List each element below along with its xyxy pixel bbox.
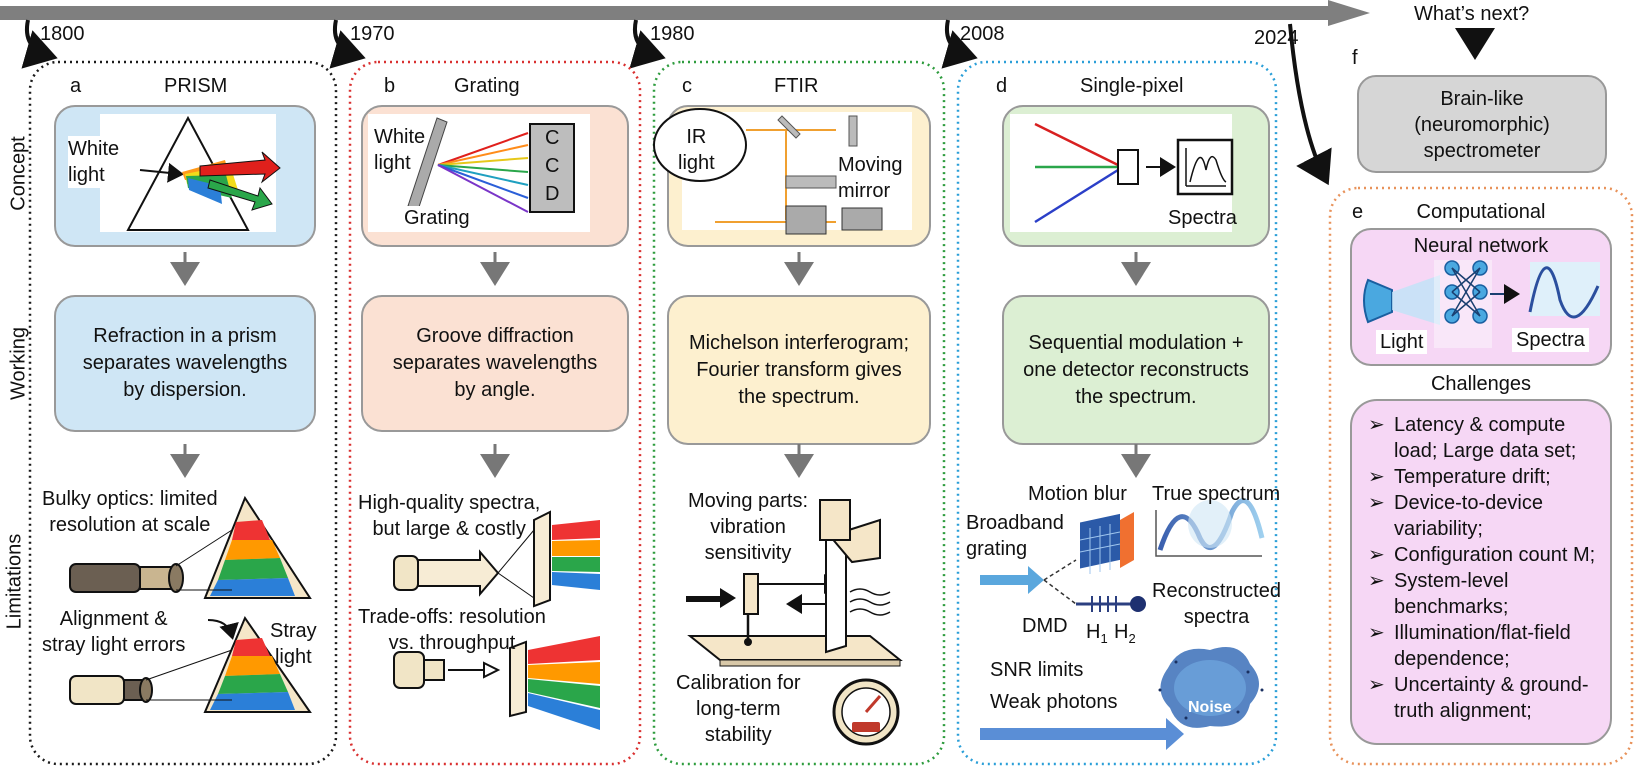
dp-reconstructed: Reconstructed spectra [1152,580,1281,628]
grating-limit-quality: High-quality spectra, but large & costly [358,492,541,540]
challenge-item: Device-to-device variability; [1368,490,1600,542]
challenge-item: Latency & compute load; Large data set; [1368,412,1600,464]
panel-a-title: PRISM [164,75,228,97]
panel-e-letter: e [1352,201,1364,223]
challenges-list: Latency & compute load; Large data set; … [1368,412,1600,724]
year-2008: 2008 [960,23,1005,45]
ccd-c2: C [545,155,560,177]
grating-label: Grating [404,206,470,230]
single-pixel-spectra-label: Spectra [1168,207,1237,229]
panel-c-border [652,60,946,766]
grating-limitations-illustration [393,510,600,730]
year-1800: 1800 [40,23,85,45]
prism-concept-illustration [100,114,281,232]
panel-a-letter: a [70,75,82,97]
challenge-item: Uncertainty & ground-truth alignment; [1368,672,1600,724]
year-1980: 1980 [650,23,695,45]
prism-limit-alignment: Alignment & stray light errors [42,608,186,656]
prism-white-light-label: White light [68,136,120,188]
dp-motion-blur: Motion blur [1028,483,1127,505]
dp-h1: H1 [1086,620,1108,651]
panel-e-title: Computational [1416,201,1546,223]
ftir-working-text: Michelson interferogram; Fourier transfo… [688,331,910,408]
ftir-limitations-illustration [686,499,903,746]
challenge-item: Illumination/flat-field dependence; [1368,620,1600,672]
panel-b-title: Grating [454,75,520,97]
year-arrows [21,19,1495,186]
grating-white-light-label: White light [374,126,426,174]
panel-d-title: Single-pixel [1080,75,1184,97]
dp-h2-sub: 2 [1128,631,1136,646]
dp-weak-photons: Weak photons [990,691,1118,713]
prism-limit-bulky: Bulky optics: limited resolution at scal… [42,488,218,536]
ftir-moving-mirror-label: Moving mirror [838,152,903,204]
prism-working-text: Refraction in a prism separates waveleng… [82,325,288,401]
nn-spectra-label: Spectra [1512,328,1589,352]
challenge-item: System-level benchmarks; [1368,568,1600,620]
challenge-item: Temperature drift; [1368,464,1600,490]
neuromorphic-box-text: Brain-like (neuromorphic) spectrometer [1414,88,1550,162]
grating-limit-tradeoff: Trade-offs: resolution vs. throughput [358,606,546,654]
dp-h2-letter: H [1114,621,1129,643]
whats-next-label: What’s next? [1414,3,1530,25]
panel-f-letter: f [1352,47,1358,69]
dp-true-spectrum: True spectrum [1152,483,1281,505]
dp-broadband: Broadband grating [966,512,1064,560]
prism-limitations-illustration [69,495,312,713]
prism-limit-stray: Stray light [270,620,317,668]
panel-b-border [348,60,642,766]
nn-title: Neural network [1413,235,1549,257]
single-pixel-limitations-illustration [980,498,1265,750]
panel-d-letter: d [996,75,1008,97]
single-pixel-concept-illustration [1010,114,1234,232]
panel-c-letter: c [682,75,692,97]
ftir-limit-moving-parts: Moving parts: vibration sensitivity [688,490,809,564]
row-label-limitations: Limitations [3,533,26,630]
year-2024: 2024 [1254,27,1299,49]
challenge-item: Configuration count M; [1368,542,1600,568]
dp-h2: H2 [1114,620,1136,651]
dp-snr-limits: SNR limits [990,659,1084,681]
ftir-limit-calibration: Calibration for long-term stability [676,672,801,746]
ftir-ir-light-label: IR light [678,126,715,174]
dp-dmd: DMD [1022,615,1068,637]
ccd-d: D [545,183,560,205]
row-label-concept: Concept [7,136,30,211]
dp-noise-label: Noise [1188,699,1232,716]
grating-working-text: Groove diffraction separates wavelengths… [392,325,598,401]
panel-c-title: FTIR [774,75,819,97]
timeline-arrow [0,0,1370,26]
single-pixel-working-text: Sequential modulation + one detector rec… [1023,331,1249,408]
challenges-title: Challenges [1430,373,1532,395]
panel-b-letter: b [384,75,396,97]
dp-h1-sub: 1 [1100,631,1108,646]
nn-light-label: Light [1376,330,1428,354]
neural-network-illustration [1363,260,1600,348]
ccd-c1: C [545,127,560,149]
year-1970: 1970 [350,23,395,45]
dp-h1-letter: H [1086,621,1101,643]
row-label-working: Working [7,327,30,400]
